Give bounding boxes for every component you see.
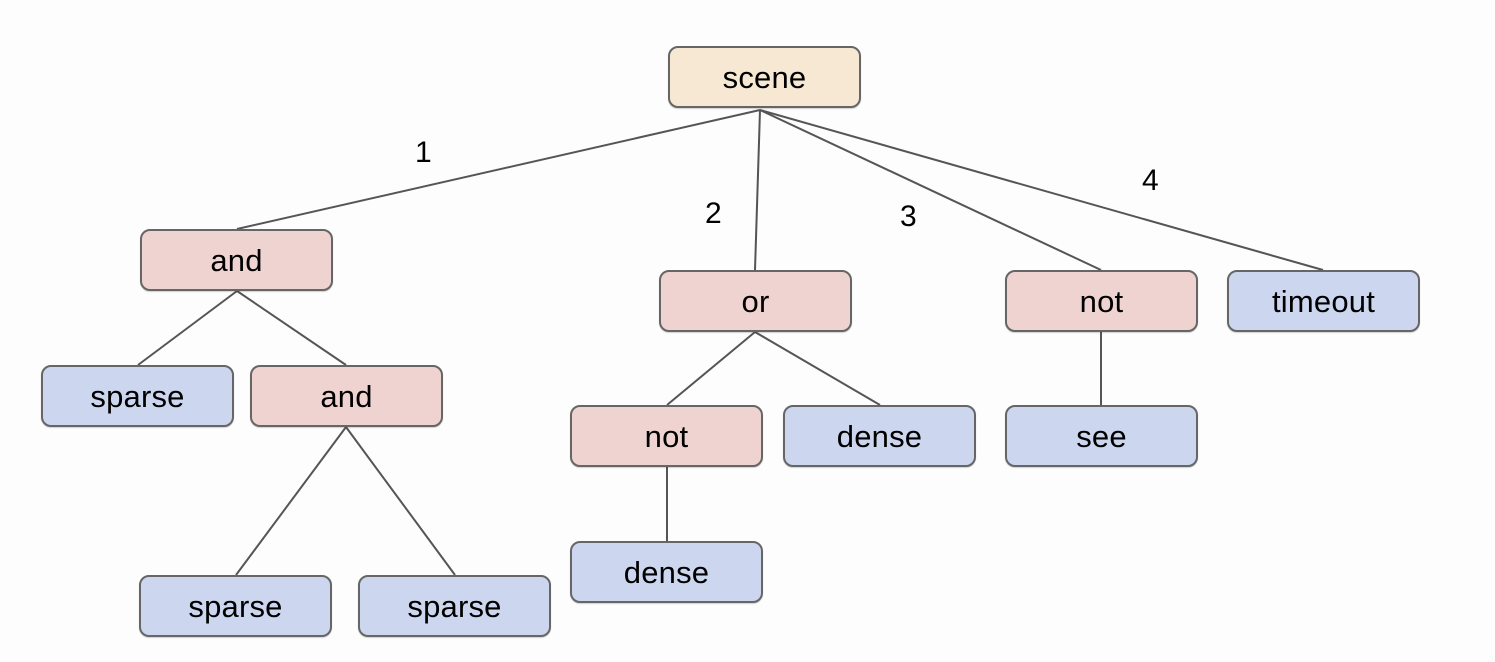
edge-label-2: 2	[705, 197, 722, 230]
tree-node-not1[interactable]: not	[1005, 270, 1198, 332]
edge-label-4: 4	[1142, 164, 1159, 197]
tree-node-not2[interactable]: not	[570, 405, 763, 467]
tree-edge	[754, 331, 881, 406]
tree-node-or1[interactable]: or	[659, 270, 852, 332]
tree-node-timeout1[interactable]: timeout	[1227, 270, 1420, 332]
tree-edge	[666, 331, 756, 406]
tree-edge	[759, 109, 1102, 271]
tree-edge	[235, 426, 347, 576]
tree-edge	[345, 426, 456, 576]
tree-node-sparse1[interactable]: sparse	[41, 365, 234, 427]
tree-node-sparse3[interactable]: sparse	[358, 575, 551, 637]
tree-node-scene[interactable]: scene	[668, 46, 861, 108]
edge-label-1: 1	[415, 136, 432, 169]
tree-node-dense1[interactable]: dense	[783, 405, 976, 467]
tree-node-see1[interactable]: see	[1005, 405, 1198, 467]
tree-node-sparse2[interactable]: sparse	[139, 575, 332, 637]
edge-label-3: 3	[900, 200, 917, 233]
tree-edge	[754, 109, 761, 271]
tree-edge	[236, 109, 761, 230]
tree-node-dense2[interactable]: dense	[570, 541, 763, 603]
tree-node-and1[interactable]: and	[140, 229, 333, 291]
tree-edge	[137, 290, 238, 366]
tree-node-and2[interactable]: and	[250, 365, 443, 427]
tree-edge	[759, 109, 1324, 271]
tree-edge	[236, 290, 347, 366]
